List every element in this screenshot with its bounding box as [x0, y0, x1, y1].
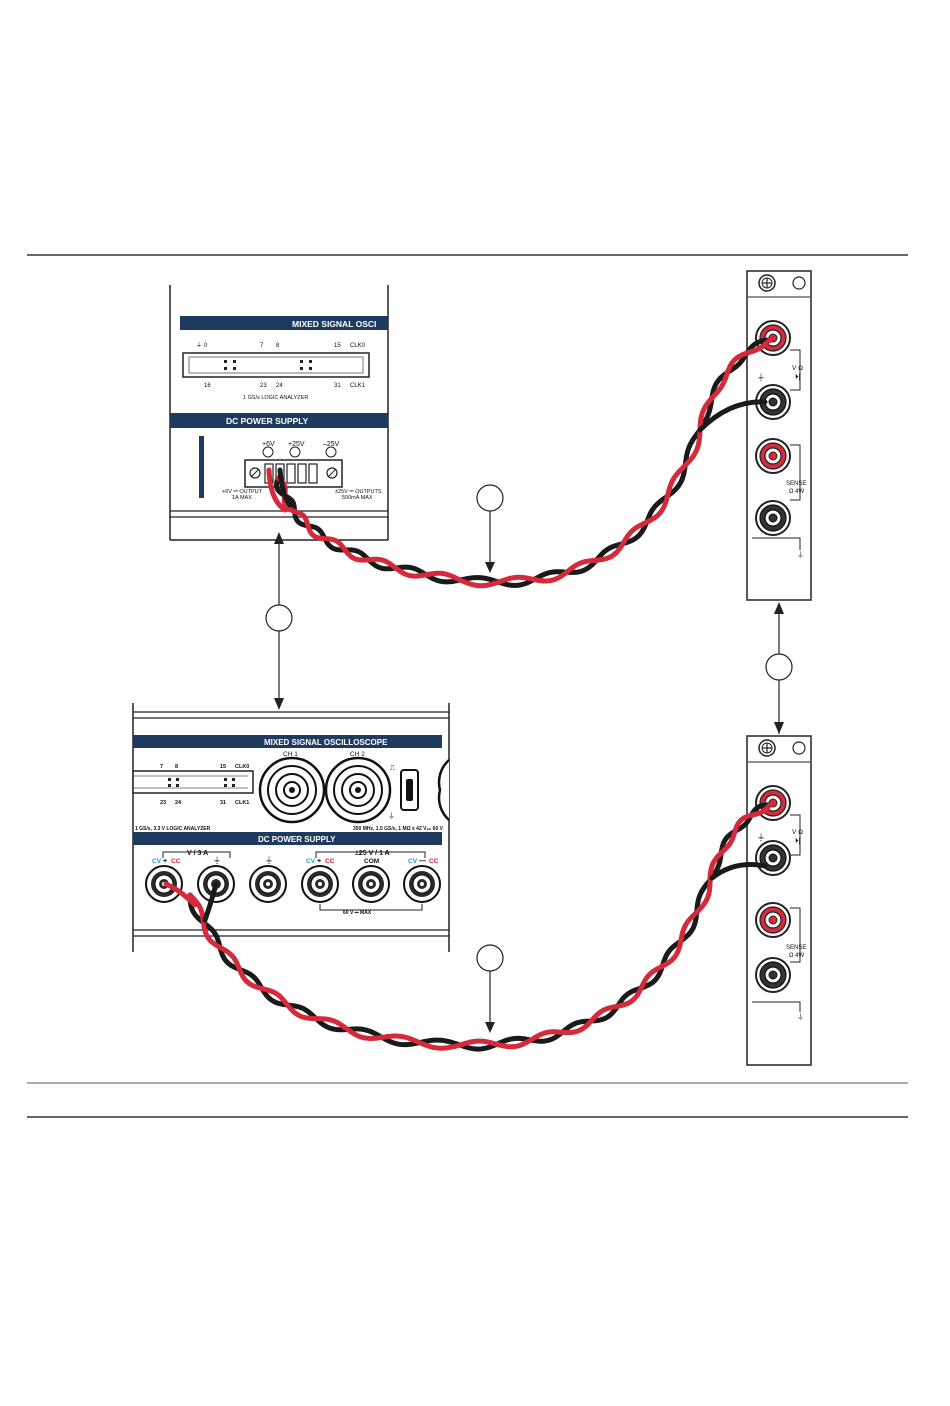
- svg-text:⏵|: ⏵|: [795, 374, 801, 381]
- bottom-cc-label-1: CC: [171, 858, 181, 865]
- callout-bottom-wire: [476, 944, 504, 972]
- dmm-top-sense-label: SENSE: [786, 481, 806, 487]
- dmm-bottom-sense-label: SENSE: [786, 945, 806, 951]
- top-left-note-2: 1A MAX: [232, 495, 252, 501]
- dmm-panel-bottom: V Ω ⏵| ⏚ SENSE Ω 4W ⏚: [746, 735, 812, 1066]
- top-device-panel: MIXED SIGNAL OSCI ⏚0 7 8 15 CLK0 16 23 2…: [169, 285, 389, 541]
- top-right-note-1: ±25V ⎓ OUTPUTS: [335, 489, 382, 495]
- bottom-cc-label-2: CC: [325, 858, 335, 865]
- dmm-top-vohm-label: V Ω: [792, 365, 803, 372]
- top-terminal-label-25v: +25V: [288, 441, 305, 448]
- bottom-twisted-wire-wire-red: [187, 877, 713, 1051]
- bottom-la-connector: [132, 770, 254, 794]
- top-device-header: MIXED SIGNAL OSCI: [292, 319, 376, 329]
- top-la-label-clk1: CLK1: [350, 383, 366, 389]
- top-la-label-0: 0: [204, 343, 208, 349]
- bottom-device-header: MIXED SIGNAL OSCILLOSCOPE: [264, 738, 388, 747]
- top-la-label-16: 16: [204, 383, 211, 389]
- bottom-wire-end: [707, 802, 773, 883]
- bottom-plus-label-2: +: [317, 858, 321, 865]
- top-lead-red: [266, 467, 288, 513]
- svg-text:⏵|: ⏵|: [795, 838, 801, 845]
- top-wire-end-wire-red: [697, 337, 773, 433]
- callout-top-wire: [476, 484, 504, 512]
- bottom-lead-red: [163, 881, 198, 908]
- bottom-la-label-15: 15: [220, 764, 226, 770]
- bottom-cv-label-1: CV: [152, 858, 162, 865]
- top-right-note-2: 500mA MAX: [342, 495, 373, 501]
- bottom-la-label-clk1: CLK1: [235, 800, 249, 806]
- bottom-la-label-clk0: CLK0: [235, 764, 249, 770]
- bottom-ch1-label: CH 1: [283, 751, 298, 758]
- bottom-cc-label-3: CC: [429, 858, 439, 865]
- bottom-lead-black: [202, 881, 219, 923]
- bottom-la-label-24: 24: [175, 800, 182, 806]
- svg-text:⏚: ⏚: [213, 856, 221, 865]
- top-power-indicator: [199, 436, 204, 498]
- dmm-top-ohm4w-label: Ω 4W: [789, 489, 804, 495]
- bottom-twisted-wire-wire-black: [187, 877, 713, 1052]
- top-lead-black: [277, 467, 293, 508]
- top-terminal-label-neg25v: –25V: [323, 441, 340, 448]
- top-terminal-label-6v: +6V: [262, 441, 275, 448]
- svg-text:⏚: ⏚: [388, 812, 395, 820]
- top-la-label-24: 24: [276, 383, 283, 389]
- bottom-wire-end-wire-red: [707, 802, 773, 883]
- dmm-bottom-ohm4w-label: Ω 4W: [789, 953, 804, 959]
- bottom-la-label-31: 31: [220, 800, 226, 806]
- bottom-device-panel: MIXED SIGNAL OSCILLOSCOPE CH 1 CH 2 ⎍ ⏚ …: [132, 703, 450, 952]
- top-la-caption: 1 GS/s LOGIC ANALYZER: [243, 395, 308, 401]
- bottom-power-header: DC POWER SUPPLY: [258, 835, 336, 844]
- bottom-group2-label: ±25 V / 1 A: [355, 850, 390, 857]
- power-post-25v-negative: [403, 865, 441, 903]
- dmm-panel-top: V Ω ⏵| ⏚ SENSE Ω 4W ⏚: [746, 270, 812, 601]
- bottom-minus-label: —: [419, 858, 426, 865]
- bottom-lead-black-dmm: [709, 862, 768, 881]
- ch1-bnc-connector: [258, 756, 326, 824]
- svg-text:⏚: ⏚: [797, 551, 804, 559]
- svg-text:⏚: ⏚: [757, 833, 765, 842]
- svg-text:⏚: ⏚: [757, 373, 765, 382]
- ch2-bnc-connector: [324, 756, 392, 824]
- top-power-header: DC POWER SUPPLY: [226, 416, 309, 426]
- svg-text:⏚: ⏚: [265, 856, 273, 865]
- top-la-label-15: 15: [334, 343, 341, 349]
- bottom-cv-label-3: CV: [408, 858, 418, 865]
- svg-text:⎍: ⎍: [390, 765, 395, 772]
- bottom-group1-label: V / 3 A: [187, 850, 208, 857]
- power-post-com: [352, 865, 390, 903]
- bottom-la-label-8: 8: [175, 764, 178, 770]
- top-twisted-wire-wire-red: [275, 427, 703, 589]
- bottom-plus-label-1: +: [163, 858, 167, 865]
- top-la-label-23: 23: [260, 383, 267, 389]
- top-la-label-7: 7: [260, 343, 264, 349]
- power-post-25v-positive: [301, 865, 339, 903]
- bottom-la-label-23: 23: [160, 800, 166, 806]
- bottom-cv-label-2: CV: [306, 858, 316, 865]
- top-twisted-wire: [274, 427, 703, 589]
- bottom-scope-caption: 350 MHz, 1.5 GS/s, 1 MΩ ≤ 42 Vₚₖ 60 V: [353, 826, 444, 832]
- svg-text:⏚0: ⏚0: [196, 342, 208, 349]
- top-wire-end: [697, 337, 773, 433]
- bottom-ch2-label: CH 2: [350, 751, 365, 758]
- twisted-wire-pairs: [163, 337, 773, 1052]
- bottom-twisted-wire: [187, 877, 713, 1052]
- svg-text:⏚: ⏚: [797, 1013, 804, 1021]
- top-la-label-clk0: CLK0: [350, 343, 366, 349]
- bottom-com-label: COM: [364, 858, 379, 865]
- callouts: [265, 484, 793, 1033]
- dmm-bottom-vohm-label: V Ω: [792, 829, 803, 836]
- callout-dmm-link: [765, 653, 793, 681]
- callout-device-link: [265, 604, 293, 632]
- bottom-la-label-7: 7: [160, 764, 163, 770]
- top-la-label-31: 31: [334, 383, 341, 389]
- power-post-ground-2: [249, 865, 287, 903]
- bottom-max-note: 60 V ⎓ MAX: [343, 910, 372, 916]
- top-left-note-1: +6V ⎓ OUTPUT: [222, 489, 263, 495]
- bottom-la-caption: 1 GS/s, 3.3 V LOGIC ANALYZER: [135, 826, 211, 832]
- top-lead-black-dmm: [697, 399, 768, 433]
- top-la-label-8: 8: [276, 343, 280, 349]
